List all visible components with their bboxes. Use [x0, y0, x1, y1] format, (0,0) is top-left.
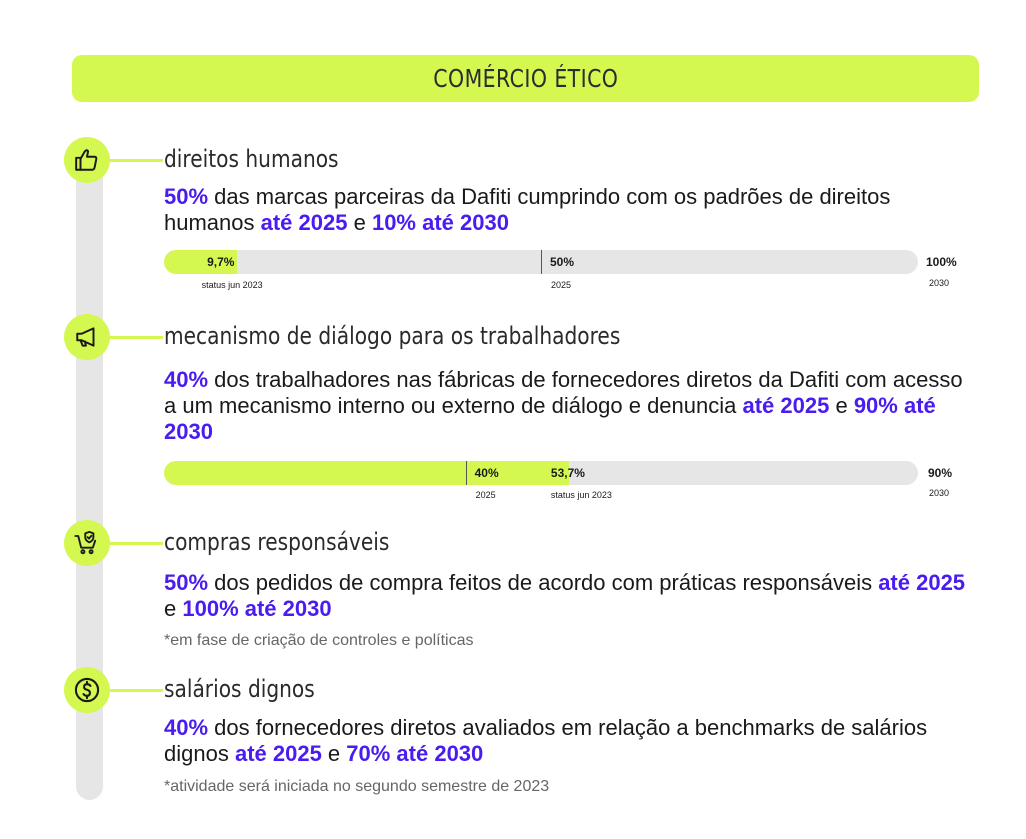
- end-value: 90%: [928, 466, 953, 480]
- section-description: 50% dos pedidos de compra feitos de acor…: [164, 570, 974, 622]
- desc-text: das marcas parceiras da Dafiti cumprindo…: [164, 184, 891, 235]
- megaphone-icon: [76, 327, 95, 347]
- section-title: compras responsáveis: [164, 528, 390, 556]
- desc-text: dos fornecedores diretos avaliados em re…: [164, 715, 928, 766]
- desc-mid: e: [321, 741, 347, 766]
- desc-goal2: 70% até 2030: [346, 741, 484, 766]
- section-description: 40% dos trabalhadores nas fábricas de fo…: [164, 367, 974, 445]
- end-year: 2030: [929, 278, 950, 288]
- goal-year: 2025: [551, 280, 572, 290]
- desc-pct: 50%: [164, 570, 209, 595]
- connector: [110, 689, 163, 692]
- section-description: 40% dos fornecedores diretos avaliados e…: [164, 715, 974, 767]
- status-label: status jun 2023: [550, 490, 612, 500]
- desc-goal1: até 2025: [742, 393, 830, 418]
- desc-goal2: 100% até 2030: [182, 596, 332, 621]
- goal-value: 50%: [550, 255, 575, 269]
- goal-year: 2025: [475, 490, 496, 500]
- desc-mid: e: [347, 210, 372, 235]
- connector: [110, 336, 163, 339]
- goal-marker: [541, 250, 542, 274]
- section-note: *em fase de criação de controles e polít…: [164, 632, 474, 649]
- desc-pct: 40%: [164, 367, 209, 392]
- goal-marker: [465, 461, 467, 485]
- desc-goal2: 10% até 2030: [371, 210, 509, 235]
- icon-circle: [64, 137, 110, 183]
- header-bar: COMÉRCIO ÉTICO: [72, 55, 979, 102]
- section-title: mecanismo de diálogo para os trabalhador…: [164, 322, 621, 350]
- section-title: salários dignos: [164, 675, 315, 703]
- end-value: 100%: [926, 255, 957, 269]
- desc-pct: 40%: [164, 715, 209, 740]
- progress-bar: [164, 250, 918, 274]
- end-year: 2030: [929, 488, 950, 498]
- progress-bar: [164, 461, 918, 485]
- progress-fill: [164, 461, 569, 485]
- desc-mid: e: [164, 596, 183, 621]
- page-title: COMÉRCIO ÉTICO: [432, 64, 619, 93]
- section-description: 50% das marcas parceiras da Dafiti cumpr…: [164, 184, 974, 236]
- connector: [110, 159, 163, 162]
- section-note: *atividade será iniciada no segundo seme…: [164, 778, 550, 795]
- dollar-coin-icon: [74, 677, 100, 703]
- desc-goal2: 90% até 2030: [164, 393, 936, 444]
- progress-fill: [164, 250, 238, 274]
- section-title: direitos humanos: [164, 145, 339, 173]
- icon-circle: [64, 520, 110, 566]
- desc-goal1: até 2025: [260, 210, 348, 235]
- desc-goal1: até 2025: [234, 741, 322, 766]
- goal-value: 40%: [474, 466, 499, 480]
- desc-pct: 50%: [164, 184, 209, 209]
- status-value: 53,7%: [550, 466, 585, 480]
- desc-text: dos trabalhadores nas fábricas de fornec…: [164, 367, 963, 418]
- status-value: 9,7%: [207, 255, 235, 269]
- desc-text: dos pedidos de compra feitos de acordo c…: [208, 570, 879, 595]
- desc-mid: e: [829, 393, 854, 418]
- thumbs-up-icon: [75, 149, 98, 171]
- icon-circle: [64, 314, 110, 360]
- icon-circle: [64, 667, 110, 713]
- desc-goal1: até 2025: [878, 570, 966, 595]
- status-label: status jun 2023: [201, 280, 263, 290]
- connector: [110, 542, 163, 545]
- shopping-cart-shield-icon: [74, 530, 97, 555]
